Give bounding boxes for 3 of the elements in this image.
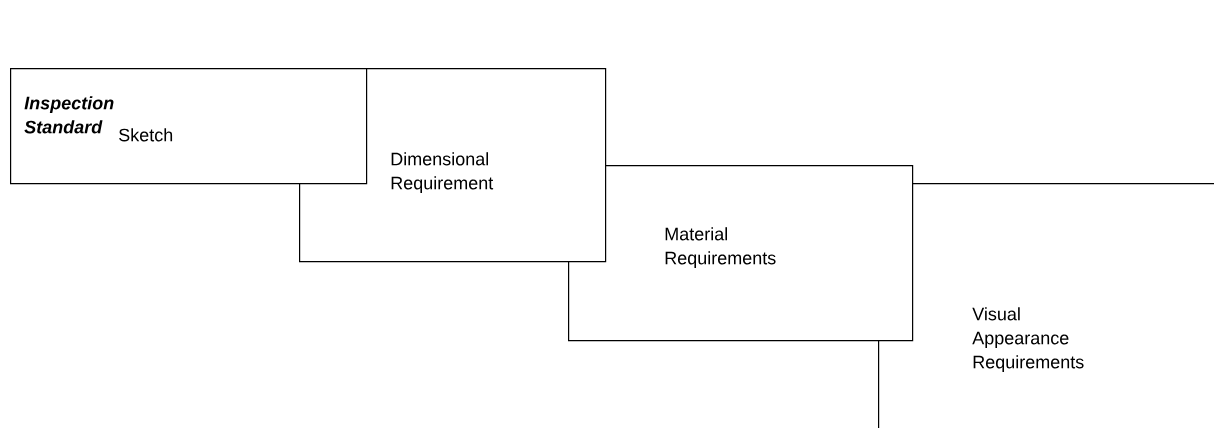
step-box: Visual Appearance Requirements — [878, 183, 1214, 428]
step-box: Inspection Standard Sketch — [10, 68, 368, 185]
step-box: Material Requirements — [568, 165, 914, 342]
